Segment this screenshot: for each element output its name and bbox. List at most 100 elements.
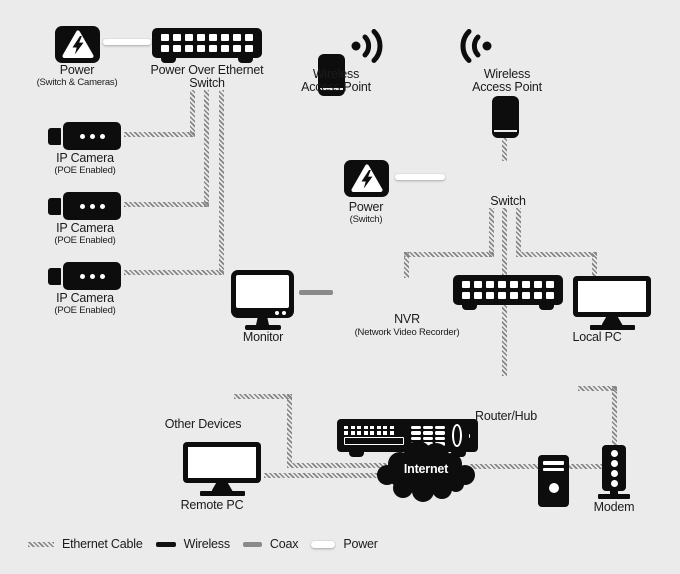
camera1-label: IP Camera xyxy=(56,151,114,165)
ethernet-cable xyxy=(612,386,617,447)
poe-switch-label2: Switch xyxy=(189,76,225,90)
ethernet-cable xyxy=(287,394,292,468)
modem-icon xyxy=(598,445,630,499)
nvr-label: NVR xyxy=(394,312,420,326)
wap-right-label2: Access Point xyxy=(472,80,542,94)
ethernet-cable xyxy=(404,252,409,278)
legend-power-label: Power xyxy=(343,537,378,551)
ethernet-cable xyxy=(516,208,521,257)
remote-pc-label: Remote PC xyxy=(180,498,244,512)
warning-bolt-icon xyxy=(62,30,93,58)
camera-body xyxy=(63,192,121,220)
power-switch-sublabel: (Switch) xyxy=(349,214,383,225)
power-icon xyxy=(55,26,100,63)
camera2-sublabel: (POE Enabled) xyxy=(54,235,116,246)
device-foot xyxy=(161,58,176,63)
monitor-frame xyxy=(231,270,294,318)
desktop-tower-icon xyxy=(538,455,569,507)
device-foot xyxy=(462,305,477,310)
modem-stem xyxy=(610,491,618,494)
device-foot xyxy=(451,452,466,457)
power-cable xyxy=(103,39,151,45)
tower-power-button xyxy=(548,483,559,493)
device-foot xyxy=(349,452,364,457)
ethernet-cable xyxy=(470,464,603,469)
camera2-label: IP Camera xyxy=(56,221,114,235)
local-pc-label: Local PC xyxy=(572,330,622,344)
ethernet-cable xyxy=(219,90,224,275)
legend: Ethernet Cable Wireless Coax Power xyxy=(28,537,391,551)
monitor-base xyxy=(244,325,281,330)
modem-base xyxy=(598,494,630,499)
internet-label: Internet xyxy=(403,462,449,476)
camera-body xyxy=(63,262,121,290)
nvr-sublabel: (Network Video Recorder) xyxy=(354,327,460,338)
ethernet-cable xyxy=(124,202,209,207)
pc-screen xyxy=(188,447,256,478)
coax-cable xyxy=(299,290,333,295)
legend-wireless-label: Wireless xyxy=(183,537,231,551)
ip-camera-icon xyxy=(48,122,121,150)
ip-camera-icon xyxy=(48,262,121,290)
ethernet-cable xyxy=(264,473,390,478)
power-icon xyxy=(344,160,389,197)
monitor-icon xyxy=(231,270,294,330)
camera-lens xyxy=(48,267,61,285)
nvr-leds xyxy=(344,425,404,435)
wireless-swatch xyxy=(155,541,176,547)
device-foot xyxy=(238,58,253,63)
switch-icon xyxy=(453,275,563,310)
camera3-sublabel: (POE Enabled) xyxy=(54,305,116,316)
modem-label: Modem xyxy=(593,500,635,514)
pc-monitor-stand xyxy=(211,483,233,491)
ethernet-cable xyxy=(287,463,390,468)
ethernet-cable xyxy=(516,252,597,257)
nvr-front-left xyxy=(344,425,404,446)
router-label: Router/Hub xyxy=(475,409,537,423)
pc-monitor-stand xyxy=(601,317,623,325)
wireless-ap-icon xyxy=(492,96,519,138)
ethernet-cable xyxy=(404,252,494,257)
ethernet-cable xyxy=(234,394,292,399)
ethernet-swatch xyxy=(28,541,54,547)
switch-label: Switch xyxy=(490,194,526,208)
ethernet-cable xyxy=(489,208,494,257)
monitor-stand xyxy=(256,318,269,325)
modem-lights xyxy=(602,445,626,491)
ethernet-cable xyxy=(124,270,224,275)
wifi-waves-icon xyxy=(460,29,492,63)
power-poe-label: Power xyxy=(59,63,95,77)
ethernet-cable xyxy=(592,252,597,279)
desktop-monitor-icon xyxy=(183,442,261,496)
wap-right-label: Wireless xyxy=(483,67,531,81)
nvr-power-led xyxy=(468,433,470,438)
tower-drive-bay xyxy=(543,467,564,471)
nvr-disc-slot xyxy=(344,437,404,446)
camera-lens xyxy=(48,197,61,215)
legend-coax-label: Coax xyxy=(269,537,299,551)
nvr-knob xyxy=(452,424,462,447)
legend-ethernet-label: Ethernet Cable xyxy=(62,537,143,551)
warning-bolt-icon xyxy=(351,164,382,192)
pc-monitor-base xyxy=(589,325,635,330)
ethernet-cable xyxy=(190,90,195,137)
monitor-buttons xyxy=(275,311,286,315)
camera-lens xyxy=(48,127,61,145)
monitor-label: Monitor xyxy=(242,330,284,344)
camera3-label: IP Camera xyxy=(56,291,114,305)
wap-left-label: Wireless xyxy=(312,67,360,81)
ethernet-cable xyxy=(204,90,209,207)
power-swatch xyxy=(311,540,336,548)
poe-switch-label: Power Over Ethernet xyxy=(150,63,264,77)
wireless-ap-icon xyxy=(318,54,345,96)
wifi-waves-icon xyxy=(351,29,383,63)
tower-drive-bay xyxy=(543,461,564,465)
desktop-monitor-icon xyxy=(573,276,651,330)
camera-body xyxy=(63,122,121,150)
pc-monitor-base xyxy=(199,491,245,496)
power-cable xyxy=(395,174,445,180)
cloud-icon xyxy=(377,441,475,502)
ethernet-cable xyxy=(578,386,617,391)
ethernet-cable xyxy=(124,132,195,137)
